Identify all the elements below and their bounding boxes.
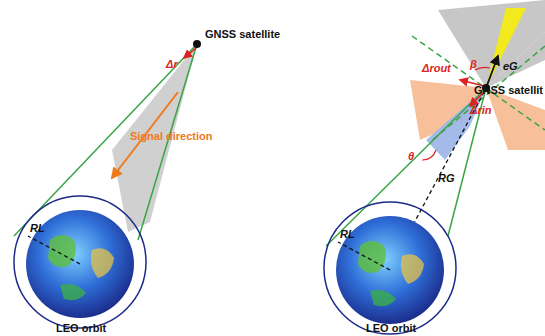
- leo-orbit: [14, 196, 146, 328]
- earth: [336, 216, 444, 324]
- land: [370, 290, 396, 306]
- land: [358, 241, 386, 273]
- satellite-name: GNSS satellite: [205, 28, 280, 40]
- signal-label: Signal direction: [130, 130, 213, 142]
- radius-label: RG: [438, 172, 455, 184]
- radius-label: RL: [30, 222, 45, 234]
- angle-arc: [475, 67, 490, 70]
- angle-label: β: [470, 58, 477, 70]
- offset-label: Δrin: [470, 104, 491, 116]
- radius-line: [28, 236, 80, 264]
- orbit-label: LEO orbit: [56, 322, 106, 334]
- land: [401, 254, 424, 284]
- satellite-name: GNSS satellit: [474, 84, 543, 96]
- direction-vector: [486, 56, 498, 88]
- vector-label: eG: [503, 60, 518, 72]
- land: [91, 248, 114, 278]
- angle-arc: [422, 150, 436, 160]
- sector: [486, 88, 545, 150]
- radius-label: RL: [340, 228, 355, 240]
- earth: [26, 210, 134, 318]
- orbit-label: LEO orbit: [366, 322, 416, 334]
- leo-orbit: [324, 202, 456, 334]
- offset-label: Δrout: [422, 62, 451, 74]
- land: [60, 284, 86, 300]
- offset-label: Δr: [166, 58, 178, 70]
- land: [48, 235, 76, 267]
- plane-line: [430, 46, 545, 142]
- plane-line: [412, 36, 545, 130]
- offset-arrow: [184, 48, 196, 58]
- sector: [486, 32, 545, 88]
- angle-label: θ: [408, 150, 414, 162]
- sector: [438, 0, 545, 88]
- satellite-dot: [193, 40, 201, 48]
- radius-line: [338, 242, 390, 270]
